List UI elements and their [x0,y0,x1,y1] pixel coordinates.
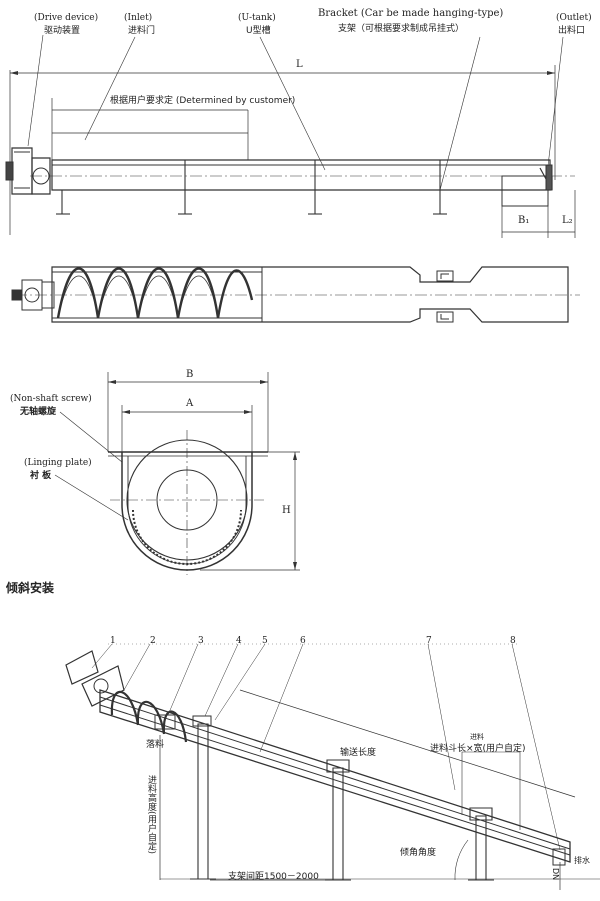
inlet-size-label: 进料斗长×宽(用户自定) [430,744,526,754]
conveying-length-label: 输送长度 [340,748,377,758]
screw-label-cn: 无轴螺旋 [20,407,57,417]
support-spacing-label: 支架间距1500－2000 [228,872,319,882]
dim-l2: L₂ [562,215,573,226]
length-label: L [296,59,303,70]
part-number-4: 4 [236,636,242,646]
section-title: 倾斜安装 [6,581,55,595]
bracket-label-cn: 支架（可根据要求制成吊挂式） [338,24,465,34]
support-feet [56,160,447,214]
inlet-small-label: 进料 [470,733,484,741]
inclined-drive [66,651,124,706]
u-tank-label-cn: U型槽 [246,26,271,36]
part-number-6: 6 [300,636,306,646]
liner-label-cn: 衬 板 [30,471,52,481]
outlet-label-en: (Outlet) [556,13,592,23]
plan-view [12,267,580,322]
dim-b: B [186,369,194,380]
drain-label: 排水 [574,856,590,865]
dim-b1: B₁ [518,215,530,226]
feed-height-label: 进料高度(用户自定) [146,775,156,855]
liner-label-en: (Linging plate) [24,458,92,468]
part-number-3: 3 [198,636,204,646]
inlet-label-en: (Inlet) [124,13,153,23]
part-number-1: 1 [110,636,116,646]
part-number-7: 7 [426,636,432,646]
feed-label: 落料 [146,740,165,750]
inlet-label-cn: 进料门 [128,26,156,36]
spiral-flight-plan [58,269,252,319]
part-number-8: 8 [510,636,516,646]
u-tank-label-en: (U-tank) [238,13,276,23]
dim-h: H [282,505,291,516]
dim-a: A [186,398,194,409]
bracket-label-en: Bracket (Car be made hanging-type) [318,8,504,19]
tilt-angle-label: 倾角角度 [400,848,437,858]
spiral-inclined [112,692,186,742]
inclined-view [66,644,600,890]
cross-section-view [55,372,300,575]
outlet-label-cn: 出料口 [558,26,586,36]
elevation-view [6,35,575,238]
screw-label-en: (Non-shaft screw) [10,394,92,404]
drive-device [6,148,50,194]
drive-device-label-en: (Drive device) [34,13,99,23]
customer-note: 根据用户要求定 (Determined by customer) [110,96,296,106]
dn-label: DN [551,868,560,881]
part-number-2: 2 [150,636,156,646]
drive-device-label-cn: 驱动装置 [44,26,81,36]
part-number-5: 5 [262,636,268,646]
outlet-hopper [502,165,552,206]
